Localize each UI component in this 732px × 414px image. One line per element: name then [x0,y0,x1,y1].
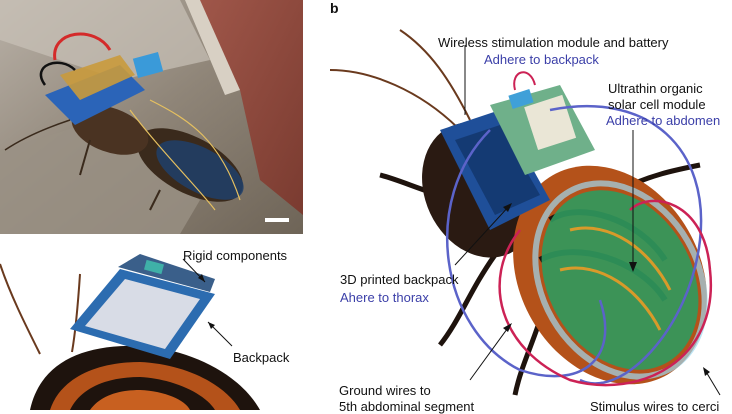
wireless-module-label: Wireless stimulation module and battery [438,35,669,50]
cockroach-illustration [320,0,732,410]
panel-letter-b: b [330,0,339,16]
adhere-backpack-label: Adhere to backpack [484,52,599,67]
scale-bar [265,218,289,222]
photo-panel [0,0,303,234]
backpack-inset-panel: Rigid components Backpack [0,234,320,410]
solar-module-label-line1: Ultrathin organic [608,81,703,96]
adhere-abdomen-label: Adhere to abdomen [606,113,721,128]
backpack-label: Backpack [233,350,290,365]
solar-module-label-line2: solar cell module [608,97,706,112]
rigid-components-label: Rigid components [183,248,288,263]
stimulus-wires-label: Stimulus wires to cerci [590,399,720,414]
adhere-thorax-label: Ahere to thorax [340,290,429,305]
ground-wires-label-line2: 5th abdominal segment [339,399,475,414]
printed-backpack-label: 3D printed backpack [340,272,459,287]
ground-wires-label-line1: Ground wires to [339,383,431,398]
